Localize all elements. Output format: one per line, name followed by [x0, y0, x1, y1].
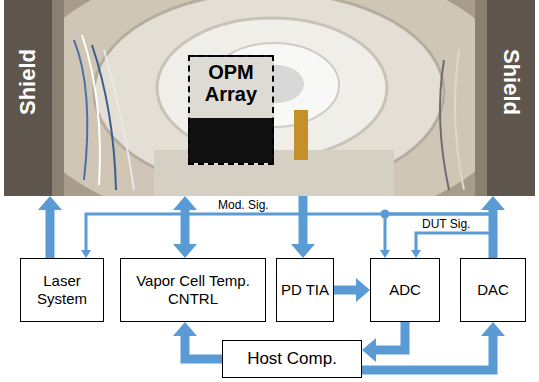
- arrow-head: [481, 196, 505, 210]
- cable: [92, 45, 116, 190]
- arrow-head: [362, 338, 376, 362]
- process-box: Vapor Cell Temp. CNTRL: [120, 258, 266, 322]
- shield-edge: [475, 0, 487, 196]
- arrow-head: [173, 322, 197, 336]
- box-label: Laser System: [21, 272, 103, 308]
- connector-line: [299, 196, 308, 245]
- sensor-array-box: OPM Array: [188, 55, 274, 165]
- signal-arrow: [291, 196, 315, 258]
- signal-arrow: [362, 322, 405, 362]
- arrow-head: [81, 250, 91, 258]
- signal-line: [411, 233, 493, 258]
- box-label: Vapor Cell Temp. CNTRL: [121, 272, 265, 308]
- shield-wall: [19, 0, 519, 196]
- shield-label: Shield: [15, 49, 41, 115]
- signal-label: DUT Sig.: [420, 217, 472, 231]
- arrow-head: [173, 244, 197, 258]
- cable: [440, 60, 449, 190]
- connector-line: [375, 322, 405, 350]
- box-label: Host Comp.: [244, 349, 340, 369]
- support-block: [294, 110, 308, 160]
- arrow-head: [380, 250, 390, 258]
- signal-label: Mod. Sig.: [216, 198, 271, 212]
- photo-panel: Shield Shield OPM Array: [4, 0, 535, 196]
- shield-edge: [52, 0, 64, 196]
- process-box: DAC: [460, 258, 526, 322]
- cable: [455, 50, 464, 190]
- cable: [74, 40, 87, 180]
- box-label: ADC: [386, 281, 424, 299]
- box-label: OPM Array: [190, 61, 272, 106]
- signal-arrow: [334, 278, 370, 302]
- process-box: Laser System: [20, 258, 104, 322]
- connector-line: [416, 233, 493, 258]
- process-box: PD TIA: [276, 258, 334, 322]
- signal-arrow: [173, 322, 222, 359]
- connector-line: [334, 286, 357, 295]
- arrow-head: [173, 196, 197, 210]
- shield-label: Shield: [498, 49, 524, 115]
- arrow-head: [481, 322, 505, 336]
- connector-line: [86, 214, 493, 258]
- signal-line: [380, 210, 493, 259]
- arrow-head: [291, 244, 315, 258]
- signal-line: [81, 214, 493, 258]
- box-label: PD TIA: [278, 281, 332, 299]
- signal-arrow: [362, 322, 505, 370]
- process-box: ADC: [370, 258, 440, 322]
- connector-line: [362, 335, 493, 370]
- arrow-head: [38, 196, 62, 210]
- connector-line: [385, 214, 493, 258]
- box-label: DAC: [474, 281, 512, 299]
- cable: [104, 50, 134, 190]
- connector-line: [185, 335, 222, 359]
- junction-dot: [381, 210, 390, 219]
- shield-edge: [487, 0, 535, 196]
- arrow-head: [411, 250, 421, 258]
- signal-arrow: [173, 196, 197, 258]
- cable: [82, 35, 100, 185]
- signal-arrow: [38, 196, 62, 258]
- process-box: Host Comp.: [222, 340, 362, 378]
- shield-edge: [4, 0, 52, 196]
- arrow-head: [356, 278, 370, 302]
- connector-line: [46, 209, 55, 258]
